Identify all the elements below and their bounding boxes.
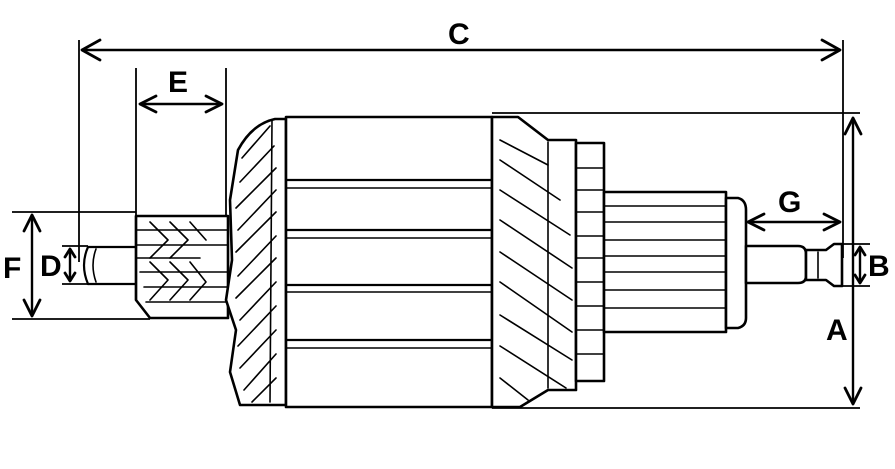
dimension-c bbox=[80, 38, 842, 62]
end-ring bbox=[724, 196, 748, 330]
dimension-a bbox=[843, 116, 863, 406]
dimension-f bbox=[22, 213, 42, 318]
label-b: B bbox=[868, 250, 890, 283]
left-end-winding bbox=[224, 117, 288, 407]
pinion-gear bbox=[134, 214, 230, 320]
label-f: F bbox=[3, 252, 21, 285]
label-c: C bbox=[448, 18, 470, 51]
armature-drawing bbox=[82, 115, 844, 409]
dimension-g bbox=[746, 212, 842, 232]
label-a: A bbox=[826, 314, 848, 347]
dimension-d bbox=[63, 247, 77, 283]
armature-core bbox=[284, 115, 494, 409]
dimension-e bbox=[138, 94, 224, 114]
label-e: E bbox=[168, 66, 188, 99]
label-d: D bbox=[40, 250, 62, 283]
right-shaft bbox=[744, 242, 844, 288]
dimension-lines bbox=[12, 38, 870, 409]
right-end-winding bbox=[490, 115, 578, 409]
commutator bbox=[574, 141, 728, 383]
dimension-b bbox=[853, 245, 867, 285]
dimension-labels: C E G A B F D bbox=[3, 18, 890, 347]
label-g: G bbox=[778, 186, 801, 219]
